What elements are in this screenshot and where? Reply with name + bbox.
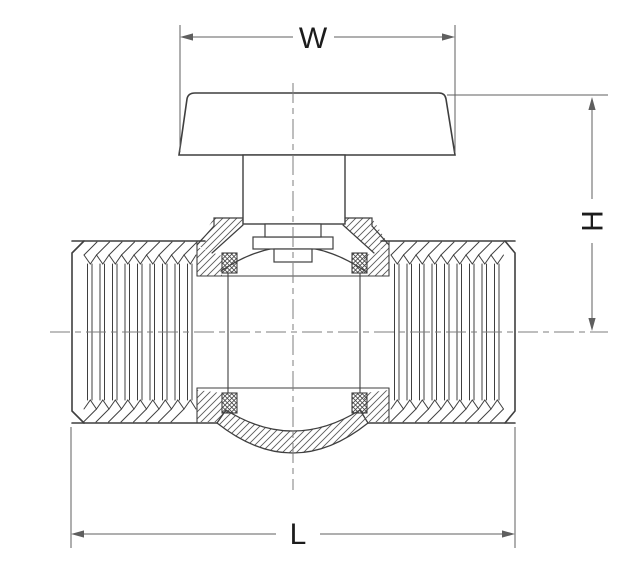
dimensions [70, 25, 608, 548]
body-right-end [504, 240, 516, 424]
body-left-end [71, 240, 85, 424]
dimension-w [179, 25, 456, 152]
arrow-left-icon [71, 530, 84, 538]
thread-pattern-right [390, 241, 505, 423]
seat-seal-top-right [351, 252, 368, 274]
dimension-label-l: L [290, 518, 307, 551]
shoulder-hatch-top-left [197, 218, 243, 253]
ball-seats [221, 252, 368, 414]
shoulder-hatch-bottom-left [197, 390, 226, 422]
seat-seal-bottom-right [351, 392, 368, 414]
arrow-up-icon [588, 97, 596, 110]
valve-linework [71, 92, 516, 454]
seat-seal-bottom-left [221, 392, 238, 414]
dimension-label-h: H [577, 210, 610, 232]
dimension-labels: W H L [290, 22, 610, 551]
dimension-l [70, 427, 516, 548]
handle [178, 92, 456, 156]
shoulder-hatch-top-right [343, 218, 389, 253]
stem [242, 154, 346, 225]
arrow-down-icon [588, 318, 596, 331]
ball-bottom-arc [225, 409, 361, 432]
arrow-right-icon [442, 33, 455, 41]
dimension-label-w: W [299, 22, 328, 55]
arrow-right-icon [502, 530, 515, 538]
shoulder-hatch-seat-left [197, 247, 222, 276]
arrow-left-icon [180, 33, 193, 41]
seat-seal-top-left [221, 252, 238, 274]
dimension-h [447, 94, 608, 331]
bonnet-flange [196, 217, 390, 254]
valve-body-outline [71, 240, 516, 424]
shoulder-hatch-seat-right [364, 247, 389, 276]
thread-pattern-left [83, 241, 198, 423]
centerlines [50, 83, 608, 490]
